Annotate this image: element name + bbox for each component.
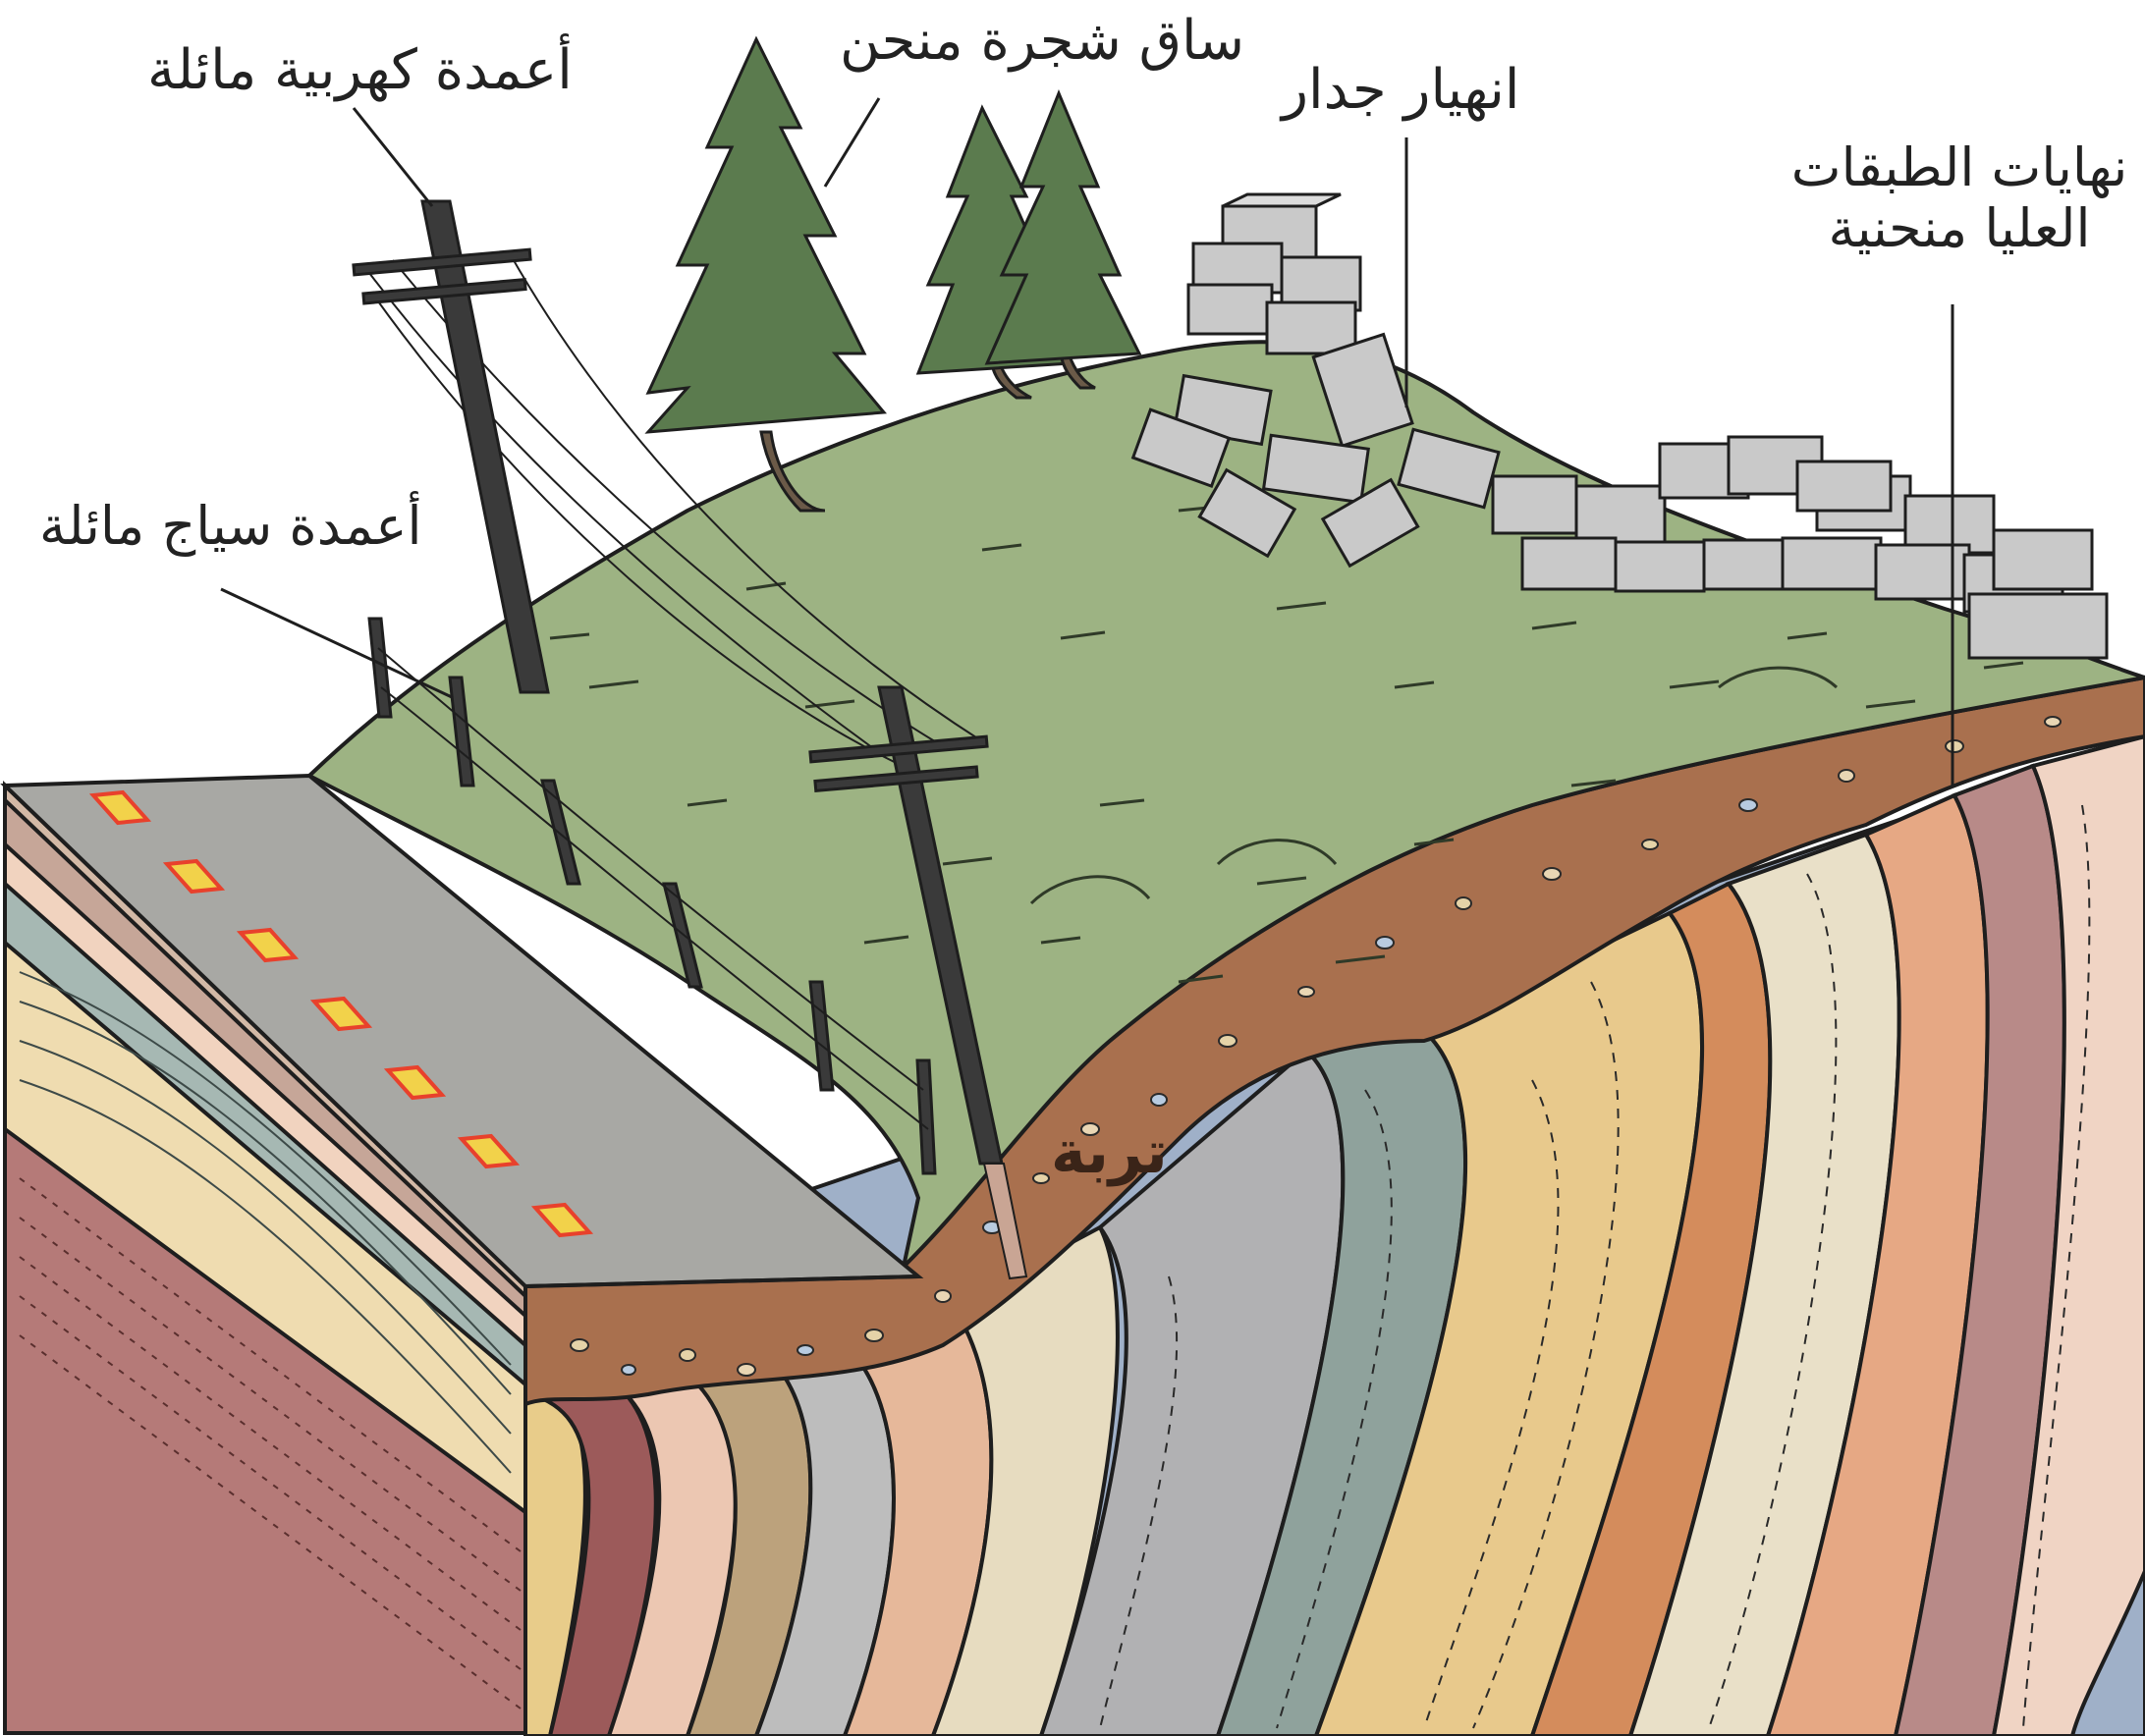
stone-block-icon (1994, 530, 2092, 589)
stone-block-icon (1493, 476, 1576, 533)
label-strata-line1: نهايات الطبقات (1778, 137, 2141, 198)
label-fence-posts: أعمدة سياج مائلة (39, 496, 422, 557)
stone-block-icon (1522, 538, 1616, 589)
stone-block-icon (1876, 545, 1969, 599)
label-soil: تربة (1051, 1119, 1168, 1187)
leader-tree-trunk (825, 98, 879, 187)
stone-block-icon (1969, 594, 2107, 658)
label-electric-poles: أعمدة كهربية مائلة (147, 39, 573, 102)
stone-block-icon (1188, 285, 1272, 334)
label-wall-collapse: انهيار جدار (1282, 59, 1519, 122)
stone-block-icon (1264, 435, 1369, 502)
stone-block-icon (1783, 538, 1881, 589)
label-strata-curved: نهايات الطبقات العليا منحنية (1778, 137, 2141, 259)
stone-block-icon (1576, 486, 1665, 543)
leader-fence-posts (221, 589, 452, 697)
stone-block-icon (1797, 461, 1891, 511)
label-tree-trunk: ساق شجرة منحن (840, 10, 1244, 73)
stone-block-icon (1267, 302, 1355, 353)
stone-block-icon (1616, 542, 1704, 591)
leader-electric-poles (354, 108, 432, 206)
label-strata-line2: العليا منحنية (1778, 198, 2141, 259)
